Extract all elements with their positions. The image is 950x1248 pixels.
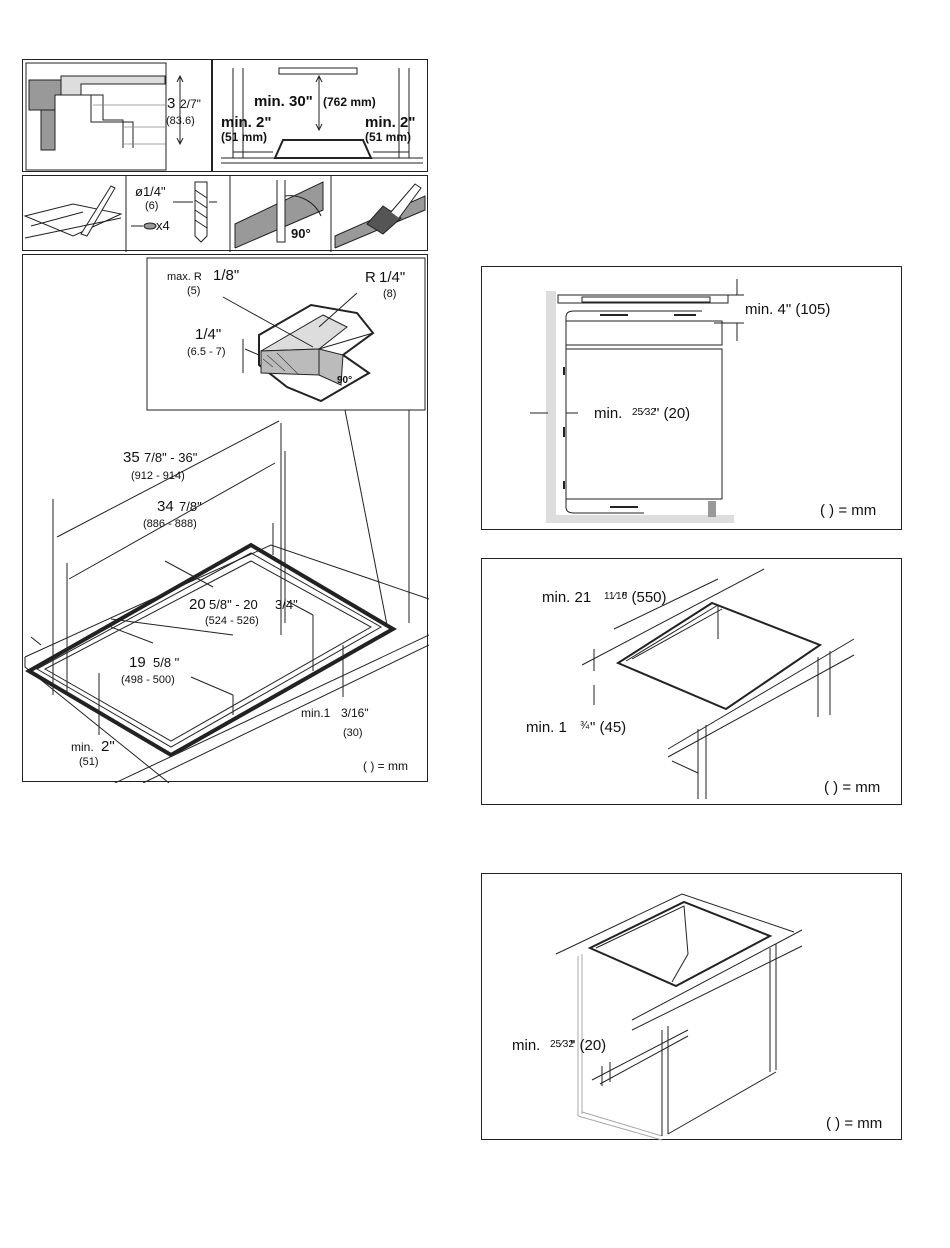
inner-depth-inch-text: 19 — [129, 654, 146, 671]
outer-width-mm: (912 - 914) — [131, 470, 185, 482]
side-min-label: min. — [71, 740, 94, 754]
height-inch: 3 — [167, 95, 175, 112]
outer-width-frac: 7/8" - 36" — [144, 450, 198, 465]
inner-width-frac: 7/8" — [179, 499, 202, 514]
drill-quantity: x4 — [156, 218, 170, 233]
max-radius-mm: (5) — [187, 285, 200, 297]
tools-diagram: ø1/4" (6) x4 90° — [23, 176, 426, 252]
cabinet-legend: ( ) = mm — [826, 1115, 882, 1132]
min-top-mm: (762 mm) — [323, 95, 376, 109]
clearances-diagram: min. 30" (762 mm) min. 2" (51 mm) min. 2… — [221, 67, 423, 164]
front-min-mm: (30) — [343, 727, 363, 739]
front-min-label: min.1 — [301, 706, 331, 720]
cutout-diagram: max. R 1/8" (5) R 1/4" (8) 1/4" (6.5 - 7… — [24, 257, 429, 783]
depth-thick-post: " (45) — [590, 719, 626, 736]
min-left-inch: min. 2" — [221, 114, 271, 131]
min-left-mm: (51 mm) — [221, 130, 267, 144]
vent-wall-gap-post: " (20) — [654, 405, 690, 422]
drill-size: ø1/4" — [135, 184, 166, 199]
panel-ventilation: min. 4" (105) min. 25⁄32 " (20) ( ) = mm — [481, 266, 902, 530]
corner-angle: 90° — [337, 375, 352, 386]
panel-countertop-height: 3 2/7" (83.6) — [22, 59, 212, 172]
min-right-inch: min. 2" — [365, 114, 415, 131]
cabinet-gap-frac: 25⁄32 — [550, 1039, 574, 1050]
vent-wall-gap-pre: min. — [594, 405, 622, 422]
panel-clearances: min. 30" (762 mm) min. 2" (51 mm) min. 2… — [212, 59, 428, 172]
depth-width-frac: 11⁄16 — [604, 591, 628, 602]
drill-mm: (6) — [145, 200, 158, 212]
depth-thick-frac: ¾ — [580, 720, 590, 732]
radius-label: R — [365, 269, 376, 286]
height-fraction: 2/7" — [180, 97, 201, 111]
max-radius-label: max. R — [167, 271, 202, 283]
outer-depth-frac2: 3/4" — [275, 597, 298, 612]
outer-depth-mm: (524 - 526) — [205, 615, 259, 627]
outer-width-inch: 35 — [123, 449, 140, 466]
height-mm: (83.6) — [166, 115, 195, 127]
cabinet-gap-post: " (20) — [570, 1037, 606, 1054]
max-radius-value: 1/8" — [213, 267, 239, 284]
outer-depth-inch: 20 — [189, 596, 206, 613]
depth-mm: (6.5 - 7) — [187, 346, 226, 358]
panel-cabinet: min. 25⁄32 " (20) ( ) = mm — [481, 873, 902, 1141]
side-min-mm: (51) — [79, 756, 99, 768]
side-min-value: 2" — [101, 738, 115, 755]
cutout-legend: ( ) = mm — [363, 759, 408, 773]
saw-angle: 90° — [291, 226, 311, 241]
vent-top-gap: min. 4" (105) — [745, 301, 830, 318]
countertop-depth-diagram: min. 21 11⁄16 " (550) min. 1 ¾ " (45) ( … — [526, 568, 880, 799]
vent-legend: ( ) = mm — [820, 502, 876, 519]
panel-tools: ø1/4" (6) x4 90° — [22, 175, 428, 252]
radius-mm: (8) — [383, 288, 396, 300]
depth-width-pre: min. 21 — [542, 589, 591, 606]
min-top-inch: min. 30" — [254, 93, 313, 110]
min-right-mm: (51 mm) — [365, 130, 411, 144]
inner-depth-mm: (498 - 500) — [121, 674, 175, 686]
inner-width-mm: (886 - 888) — [143, 518, 197, 530]
vent-wall-gap-frac: 25⁄32 — [632, 407, 656, 418]
countertop-height-diagram: 3 2/7" (83.6) — [25, 62, 201, 171]
cabinet-diagram: min. 25⁄32 " (20) ( ) = mm — [512, 893, 882, 1141]
depth-value: 1/4" — [195, 326, 221, 343]
inner-depth-frac: 5/8 " — [153, 655, 180, 670]
cabinet-gap-pre: min. — [512, 1037, 540, 1054]
panel-countertop-depth: min. 21 11⁄16 " (550) min. 1 ¾ " (45) ( … — [481, 558, 902, 805]
ventilation-diagram: min. 4" (105) min. 25⁄32 " (20) ( ) = mm — [530, 279, 876, 523]
radius-value: 1/4" — [379, 269, 405, 286]
depth-width-post: " (550) — [622, 589, 667, 606]
inner-width-inch: 34 — [157, 498, 174, 515]
panel-cutout-dimensions: max. R 1/8" (5) R 1/4" (8) 1/4" (6.5 - 7… — [22, 254, 429, 783]
depth-thick-pre: min. 1 — [526, 719, 567, 736]
outer-depth-frac: 5/8" - 20 — [209, 597, 258, 612]
depth-legend: ( ) = mm — [824, 779, 880, 796]
front-min-frac: 3/16" — [341, 706, 369, 720]
